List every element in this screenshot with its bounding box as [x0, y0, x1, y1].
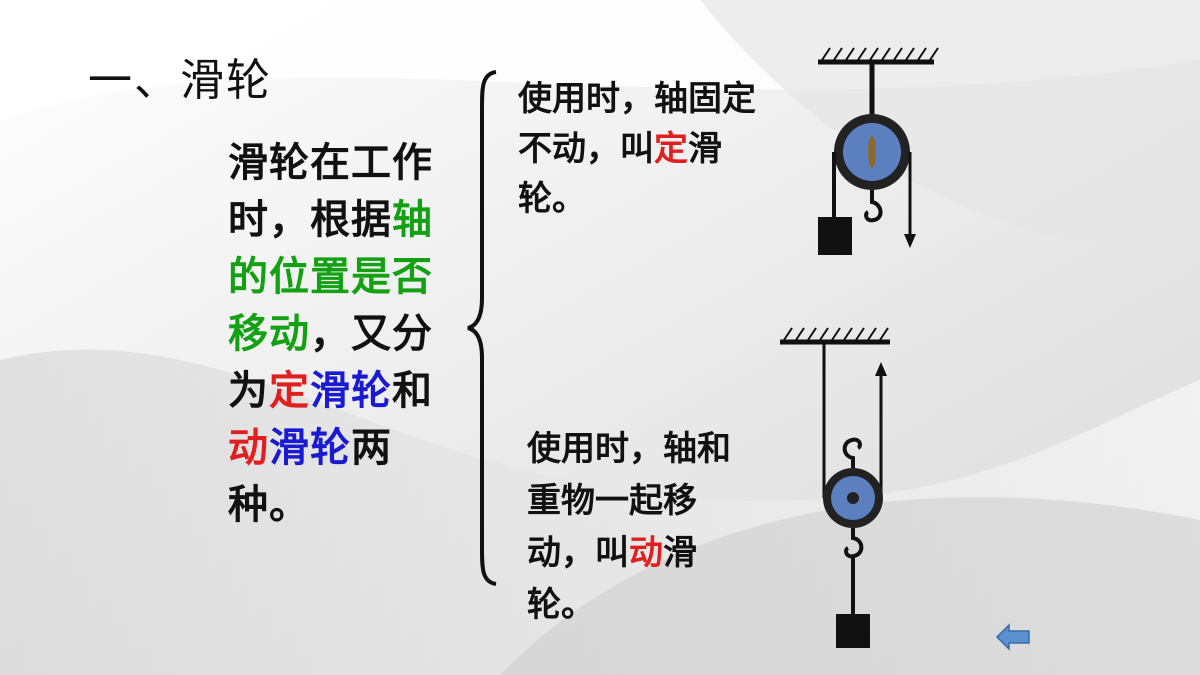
- movable-pulley-diagram: [780, 327, 890, 648]
- main-text-pulley-word: 滑轮: [310, 368, 392, 414]
- main-description: 滑轮在工作时，根据轴的位置是否移动，又分为定滑轮和动滑轮两种。: [228, 135, 468, 534]
- movable-desc-tail: 滑轮。: [527, 533, 697, 625]
- movable-pulley-description: 使用时，轴和重物一起移动，叫动滑轮。: [527, 423, 747, 631]
- movable-desc-highlight: 动: [629, 533, 663, 573]
- main-text-part: 和: [392, 368, 433, 414]
- back-arrow-icon[interactable]: [995, 622, 1031, 652]
- slide-title: 一、滑轮: [88, 55, 272, 106]
- main-text-pulley-word: 滑轮: [269, 425, 351, 471]
- movable-desc-text: 使用时，轴和重物一起移动，叫: [527, 429, 731, 573]
- main-text-part: 滑轮在工作时，根据: [228, 140, 433, 243]
- main-text-highlight-axis: 轴的位置是否移动: [228, 197, 433, 357]
- curly-brace: [467, 70, 497, 586]
- fixed-desc-text: 使用时，轴固定不动，叫: [518, 79, 756, 169]
- fixed-pulley-diagram: [818, 47, 939, 255]
- main-text-part: 两种。: [228, 425, 392, 528]
- fixed-desc-highlight: 定: [654, 129, 688, 169]
- main-text-part: ，又分为: [228, 311, 433, 414]
- fixed-pulley-description: 使用时，轴固定不动，叫定滑轮。: [518, 74, 768, 224]
- fixed-desc-tail: 滑轮。: [518, 129, 722, 219]
- main-text-movable-word: 动: [228, 425, 269, 471]
- main-text-fixed-word: 定: [269, 368, 310, 414]
